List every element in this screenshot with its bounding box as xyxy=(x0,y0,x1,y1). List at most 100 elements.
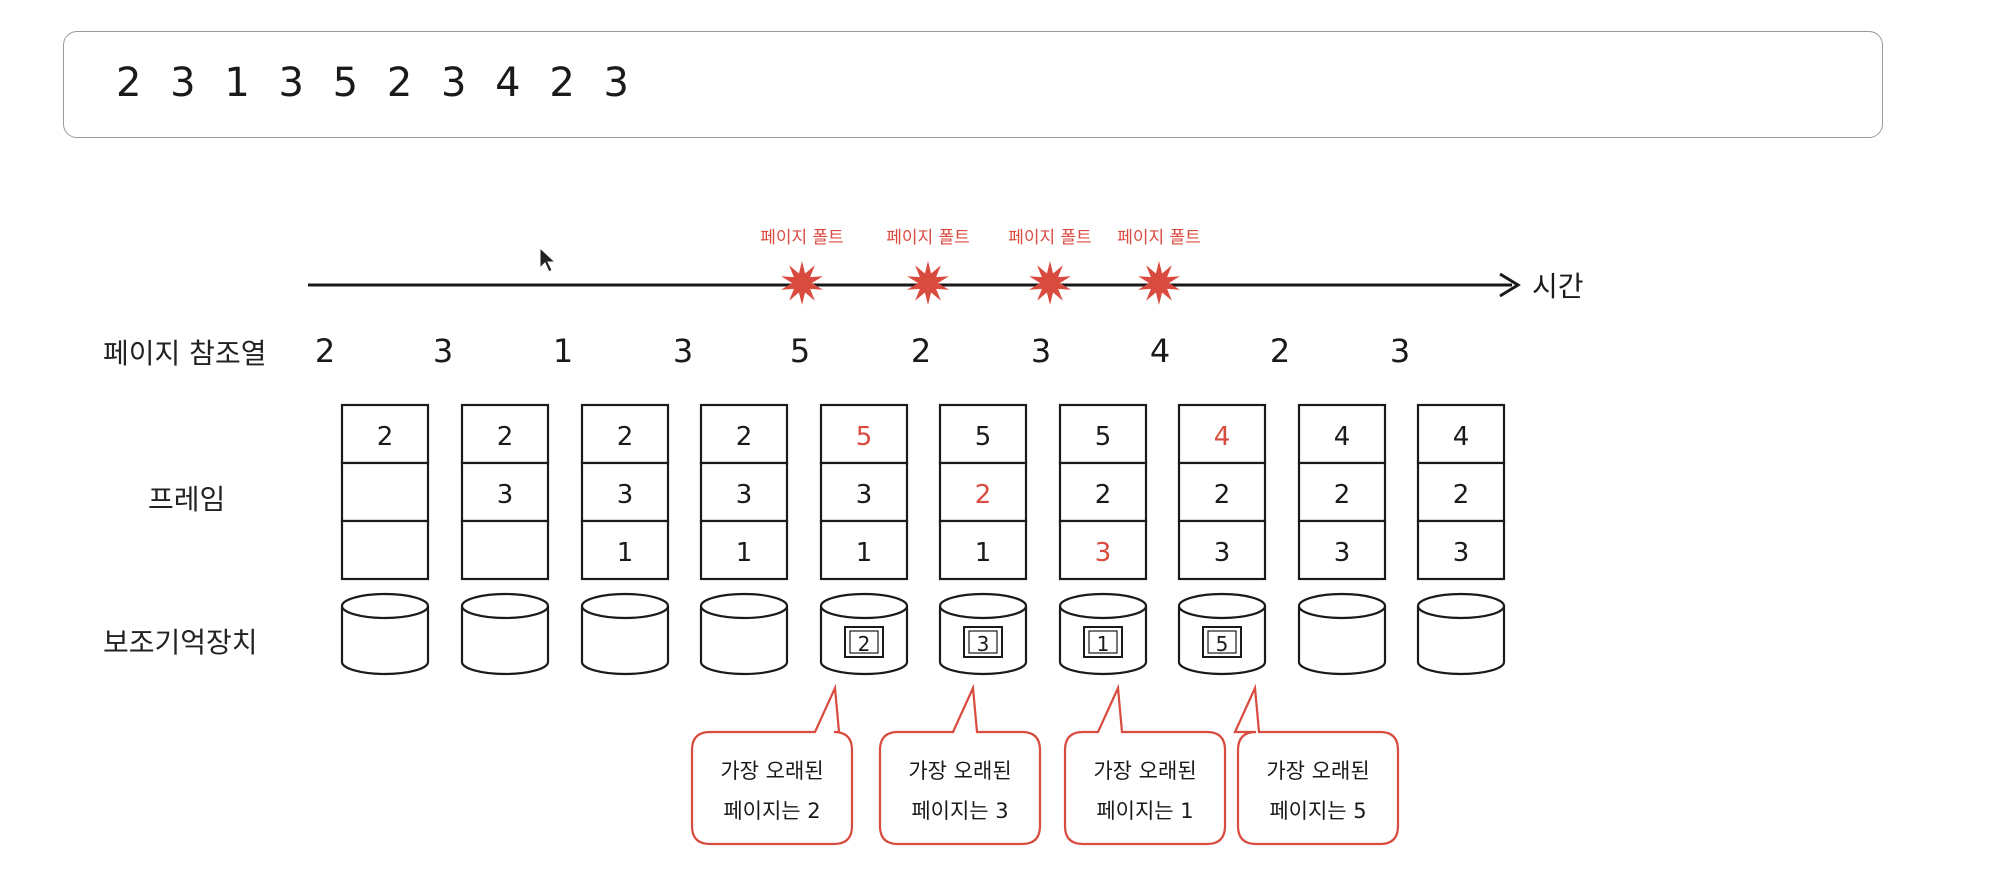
frame-page-value: 2 xyxy=(1453,480,1470,510)
callout-line1: 가장 오래된 xyxy=(720,759,823,783)
frame-slot xyxy=(1416,461,1506,523)
frame-slot xyxy=(580,519,670,581)
callout-line2: 페이지는 3 xyxy=(911,799,1008,823)
cylinder-icon xyxy=(1416,592,1506,676)
frame-page-value: 1 xyxy=(856,538,873,568)
callout-line1: 가장 오래된 xyxy=(908,759,1011,783)
frame-page-value: 3 xyxy=(736,480,753,510)
frame-slot xyxy=(1058,519,1148,581)
frame-page-value: 3 xyxy=(1334,538,1351,568)
frame-slot xyxy=(1177,519,1267,581)
frame-slot xyxy=(340,461,430,523)
frame-slot xyxy=(340,519,430,581)
cylinder-icon xyxy=(580,592,670,676)
frame-slot xyxy=(938,461,1028,523)
arrow-right-icon xyxy=(1499,272,1521,298)
sequence-box: 2 3 1 3 5 2 3 4 2 3 xyxy=(63,31,1883,138)
frame-slot xyxy=(460,519,550,581)
frame-slot xyxy=(460,461,550,523)
callout-line1: 가장 오래된 xyxy=(1266,759,1369,783)
reference-value: 2 xyxy=(315,332,335,370)
cylinder-icon xyxy=(460,592,550,676)
reference-value: 2 xyxy=(911,332,931,370)
frame-slot xyxy=(1177,461,1267,523)
frame-page-value: 4 xyxy=(1453,422,1470,452)
cylinder-icon: 1 xyxy=(1058,592,1148,676)
frame-page-value: 4 xyxy=(1334,422,1351,452)
frame-slot xyxy=(699,461,789,523)
swapped-page-box xyxy=(844,626,884,658)
cylinder-icon: 3 xyxy=(938,592,1028,676)
frame-slot xyxy=(938,519,1028,581)
frame-page-value: 2 xyxy=(975,480,992,510)
time-label: 시간 xyxy=(1532,270,1584,303)
frame-page-value: 3 xyxy=(856,480,873,510)
frame-page-value: 2 xyxy=(1095,480,1112,510)
frame-slot xyxy=(699,403,789,465)
storage-row-label: 보조기억장치 xyxy=(103,626,258,659)
explosion-icon xyxy=(907,261,949,305)
mouse-cursor-icon xyxy=(539,246,557,273)
frame-slot xyxy=(1416,403,1506,465)
swapped-page-box xyxy=(1083,626,1123,658)
frame-slot xyxy=(1297,461,1387,523)
frame-page-value: 5 xyxy=(1095,422,1112,452)
reference-value: 3 xyxy=(433,332,453,370)
page-fault-label: 페이지 폴트 xyxy=(886,228,970,248)
reference-value: 3 xyxy=(673,332,693,370)
callout-line2: 페이지는 1 xyxy=(1096,799,1193,823)
explosion-icon xyxy=(781,261,823,305)
reference-value: 1 xyxy=(553,332,573,370)
cylinder-icon xyxy=(340,592,430,676)
frame-slot xyxy=(460,403,550,465)
frame-slot xyxy=(580,403,670,465)
frame-slot xyxy=(1297,403,1387,465)
cylinder-icon xyxy=(699,592,789,676)
reference-row-label: 페이지 참조열 xyxy=(103,337,267,370)
frame-slot xyxy=(580,461,670,523)
frame-page-value: 3 xyxy=(617,480,634,510)
swapped-page-value: 5 xyxy=(1216,632,1229,656)
frame-page-value: 2 xyxy=(1214,480,1231,510)
cylinder-icon xyxy=(1297,592,1387,676)
frame-page-value: 1 xyxy=(617,538,634,568)
frame-page-value: 1 xyxy=(975,538,992,568)
frame-slot xyxy=(819,403,909,465)
cylinder-icon: 2 xyxy=(819,592,909,676)
reference-value: 3 xyxy=(1031,332,1051,370)
swapped-page-value: 1 xyxy=(1097,632,1110,656)
frame-page-value: 1 xyxy=(736,538,753,568)
frame-slot xyxy=(1416,519,1506,581)
explosion-icon xyxy=(1029,261,1071,305)
reference-value: 2 xyxy=(1270,332,1290,370)
frame-page-value: 2 xyxy=(736,422,753,452)
frame-page-value: 3 xyxy=(1214,538,1231,568)
reference-value: 5 xyxy=(790,332,810,370)
swapped-page-box xyxy=(1202,626,1242,658)
frame-page-value: 4 xyxy=(1214,422,1231,452)
frame-page-value: 3 xyxy=(1453,538,1470,568)
frame-page-value: 5 xyxy=(975,422,992,452)
frame-page-value: 2 xyxy=(1334,480,1351,510)
frame-slot xyxy=(819,461,909,523)
reference-value: 3 xyxy=(1390,332,1410,370)
swapped-page-box xyxy=(963,626,1003,658)
swapped-page-value: 2 xyxy=(858,632,871,656)
frame-slot xyxy=(1297,519,1387,581)
frame-page-value: 2 xyxy=(617,422,634,452)
explosion-icon xyxy=(1138,261,1180,305)
callout-line2: 페이지는 5 xyxy=(1269,799,1366,823)
sequence-text: 2 3 1 3 5 2 3 4 2 3 xyxy=(116,60,635,106)
frame-slot xyxy=(699,519,789,581)
cylinder-icon: 5 xyxy=(1177,592,1267,676)
frame-row-label: 프레임 xyxy=(148,483,226,516)
frame-page-value: 2 xyxy=(497,422,514,452)
frame-page-value: 3 xyxy=(1095,538,1112,568)
frame-page-value: 3 xyxy=(497,480,514,510)
reference-value: 4 xyxy=(1150,332,1170,370)
page-fault-label: 페이지 폴트 xyxy=(760,228,844,248)
